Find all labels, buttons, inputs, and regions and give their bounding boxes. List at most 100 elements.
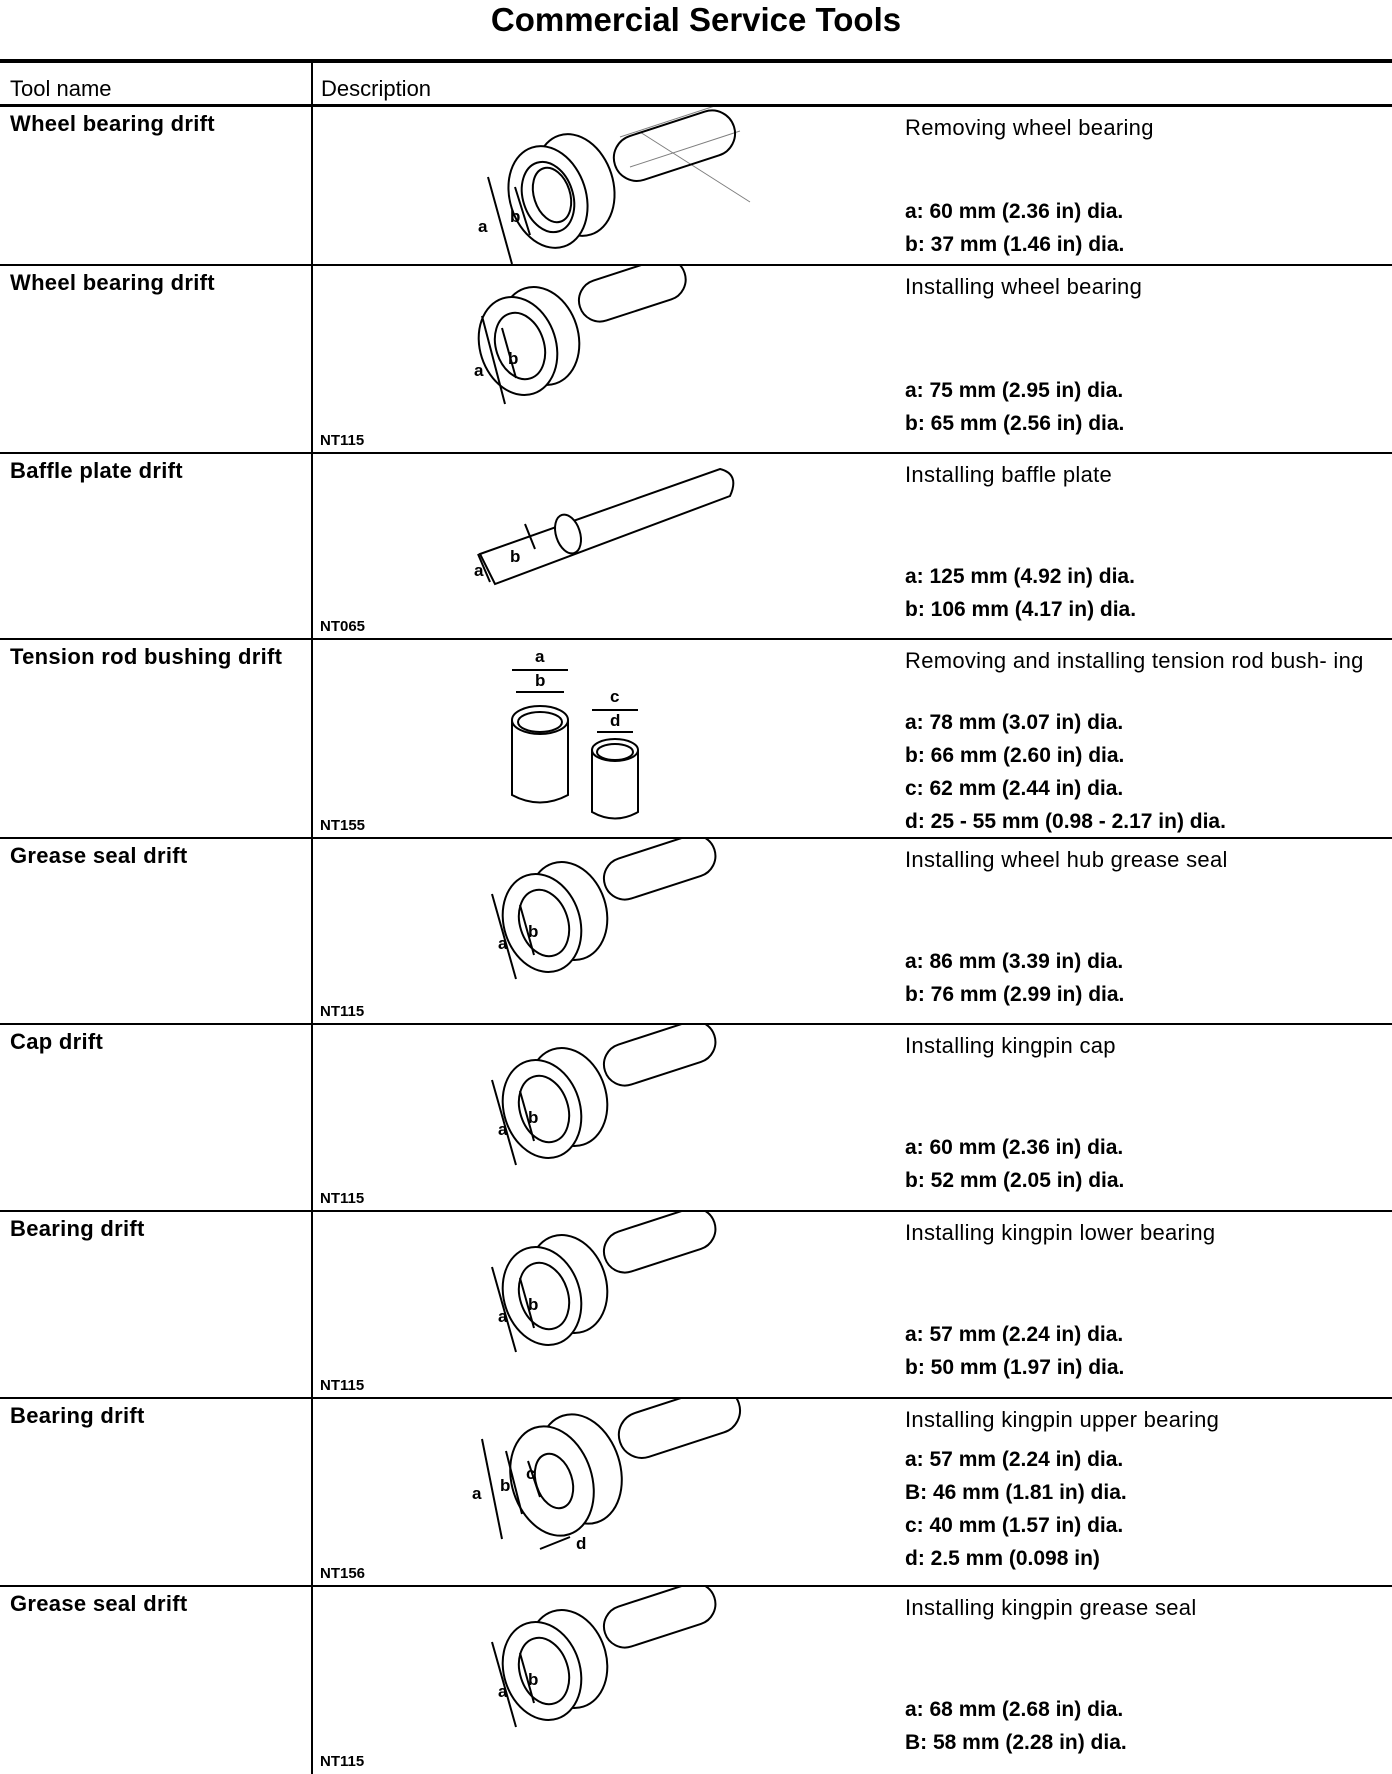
figure-code: NT155 xyxy=(320,817,366,834)
row-rule xyxy=(0,1023,1392,1025)
spec-line: c: 62 mm (2.44 in) dia. xyxy=(905,777,1124,800)
header-top-rule xyxy=(0,59,1392,63)
dim-label-d: d xyxy=(576,1534,586,1553)
dim-label-a: a xyxy=(498,934,508,953)
dim-label-d: d xyxy=(610,711,620,730)
row-rule xyxy=(0,452,1392,454)
dim-label-a: a xyxy=(478,217,488,236)
dim-label-b: b xyxy=(508,349,518,368)
tool-name: Wheel bearing drift xyxy=(10,111,215,136)
table-row: Bearing drift a b c d NT156 Installing k… xyxy=(0,1399,1392,1586)
drift-illustration: a b xyxy=(491,839,717,980)
drift-illustration: a b xyxy=(474,266,687,405)
table-row: Cap drift a b NT115 Installing kingpin c… xyxy=(0,1025,1392,1211)
drift-illustration: a b xyxy=(478,107,751,265)
figure-code: NT156 xyxy=(320,1565,366,1582)
dim-label-a: a xyxy=(535,647,545,666)
figure-code: NT115 xyxy=(320,1190,365,1207)
tool-name: Bearing drift xyxy=(10,1403,145,1428)
spec-line: c: 40 mm (1.57 in) dia. xyxy=(905,1514,1124,1537)
figure-code: NT115 xyxy=(320,1377,365,1394)
dim-label-b: b xyxy=(535,671,545,690)
spec-line: a: 60 mm (2.36 in) dia. xyxy=(905,1136,1124,1159)
column-divider xyxy=(311,63,313,1774)
dim-label-b: b xyxy=(500,1476,510,1495)
dim-label-a: a xyxy=(474,361,484,380)
dim-label-b: b xyxy=(528,1670,538,1689)
tool-purpose: Installing kingpin upper bearing xyxy=(905,1407,1220,1432)
row-rule xyxy=(0,1397,1392,1399)
row-rule xyxy=(0,264,1392,266)
drift-illustration: a b xyxy=(491,1212,717,1353)
spec-line: a: 75 mm (2.95 in) dia. xyxy=(905,379,1124,402)
dim-label-b: b xyxy=(528,922,538,941)
page-title: Commercial Service Tools xyxy=(490,1,902,38)
dim-label-a: a xyxy=(498,1307,508,1326)
spec-line: a: 68 mm (2.68 in) dia. xyxy=(905,1698,1124,1721)
figure-code: NT115 xyxy=(320,1003,365,1020)
spec-line: b: 66 mm (2.60 in) dia. xyxy=(905,744,1125,767)
dim-label-a: a xyxy=(472,1484,482,1503)
tool-name: Grease seal drift xyxy=(10,1591,188,1616)
dim-label-a: a xyxy=(474,561,484,580)
row-rule xyxy=(0,1210,1392,1212)
dim-label-a: a xyxy=(498,1682,508,1701)
table-row: Grease seal drift a b NT115 Installing k… xyxy=(0,1587,1392,1774)
spec-line: a: 60 mm (2.36 in) dia. xyxy=(905,200,1124,223)
spec-line: B: 46 mm (1.81 in) dia. xyxy=(905,1481,1127,1504)
tool-name: Bearing drift xyxy=(10,1216,145,1241)
figure-code: NT115 xyxy=(320,1753,365,1770)
spec-line: a: 125 mm (4.92 in) dia. xyxy=(905,565,1135,588)
spec-line: a: 57 mm (2.24 in) dia. xyxy=(905,1448,1124,1471)
spec-line: b: 37 mm (1.46 in) dia. xyxy=(905,233,1125,256)
spec-line: b: 52 mm (2.05 in) dia. xyxy=(905,1169,1125,1192)
header-tool-name: Tool name xyxy=(10,76,112,101)
dim-label-c: c xyxy=(526,1464,535,1483)
drift-illustration: a b xyxy=(474,467,735,586)
tool-name: Cap drift xyxy=(10,1029,104,1054)
bushing-drift-illustration: a b c d xyxy=(511,647,639,820)
dim-label-b: b xyxy=(510,207,520,226)
spec-line: d: 2.5 mm (0.098 in) xyxy=(905,1547,1100,1570)
tool-name: Wheel bearing drift xyxy=(10,270,215,295)
dim-label-b: b xyxy=(528,1295,538,1314)
table-row: Tension rod bushing drift a b c d NT155 … xyxy=(0,640,1392,838)
table-row: Baffle plate drift a b NT065 Installing … xyxy=(0,454,1392,639)
figure-code: NT065 xyxy=(320,618,366,635)
row-rule xyxy=(0,638,1392,640)
table-row: Wheel bearing drift a b Removing wheel b… xyxy=(0,107,1392,265)
spec-line: a: 78 mm (3.07 in) dia. xyxy=(905,711,1124,734)
row-rule xyxy=(0,837,1392,839)
tool-purpose: Installing kingpin grease seal xyxy=(905,1595,1197,1620)
spec-line: B: 58 mm (2.28 in) dia. xyxy=(905,1731,1127,1754)
tool-purpose: Installing kingpin cap xyxy=(905,1033,1116,1058)
tool-purpose: Installing kingpin lower bearing xyxy=(905,1220,1216,1245)
tool-name: Tension rod bushing drift xyxy=(10,644,283,669)
header-bottom-rule xyxy=(0,104,1392,107)
tool-name: Baffle plate drift xyxy=(10,458,183,483)
spec-line: b: 50 mm (1.97 in) dia. xyxy=(905,1356,1125,1379)
figure-code: NT115 xyxy=(320,432,365,449)
dim-label-b: b xyxy=(528,1108,538,1127)
header-description: Description xyxy=(321,76,432,101)
row-rule xyxy=(0,1585,1392,1587)
spec-line: a: 86 mm (3.39 in) dia. xyxy=(905,950,1124,973)
tool-purpose: Removing wheel bearing xyxy=(905,115,1154,140)
tool-purpose: Installing baffle plate xyxy=(905,462,1113,487)
table-row: Wheel bearing drift a b NT115 Installing… xyxy=(0,266,1392,453)
drift-illustration: a b xyxy=(491,1025,717,1166)
spec-line: b: 65 mm (2.56 in) dia. xyxy=(905,412,1125,435)
dim-label-c: c xyxy=(610,687,619,706)
tool-name: Grease seal drift xyxy=(10,843,188,868)
tool-purpose: Installing wheel hub grease seal xyxy=(905,847,1228,872)
table-row: Bearing drift a b NT115 Installing kingp… xyxy=(0,1212,1392,1398)
table-row: Grease seal drift a b NT115 Installing w… xyxy=(0,839,1392,1024)
dim-label-a: a xyxy=(498,1120,508,1139)
spec-line: a: 57 mm (2.24 in) dia. xyxy=(905,1323,1124,1346)
spec-line: b: 106 mm (4.17 in) dia. xyxy=(905,598,1137,621)
spec-line: b: 76 mm (2.99 in) dia. xyxy=(905,983,1125,1006)
dim-label-b: b xyxy=(510,547,520,566)
drift-illustration: a b xyxy=(491,1587,717,1728)
tool-purpose: Installing wheel bearing xyxy=(905,274,1143,299)
drift-illustration: a b c d xyxy=(472,1399,742,1553)
